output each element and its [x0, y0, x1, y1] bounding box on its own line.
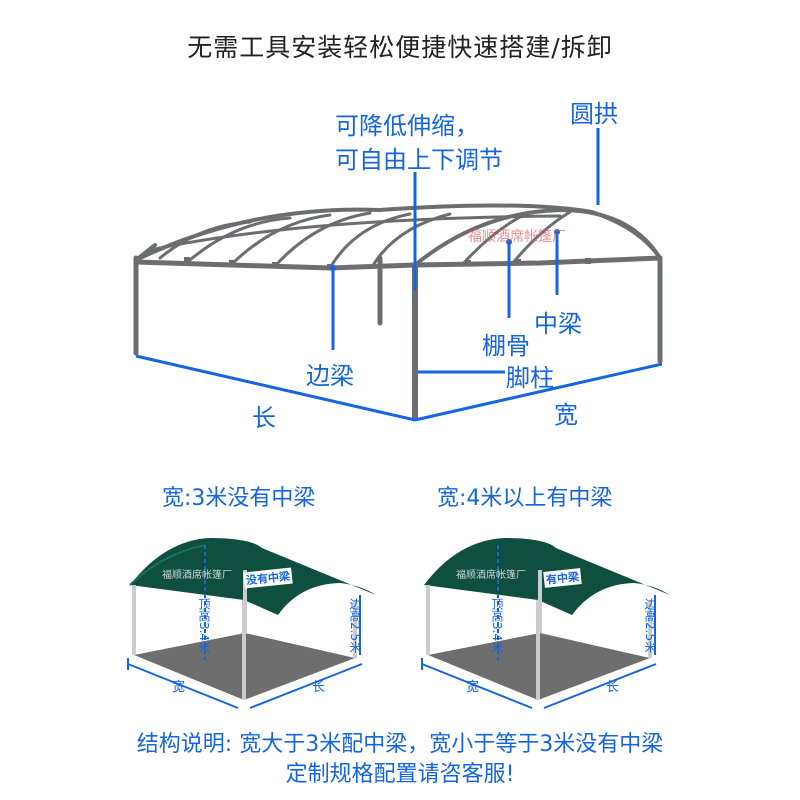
right-length: 长 [606, 680, 620, 695]
left-length: 长 [312, 680, 326, 695]
left-width: 宽 [172, 680, 186, 695]
label-leg: 脚柱 [506, 364, 554, 392]
tent-example-with-center-beam [421, 538, 670, 709]
label-center-beam: 中梁 [534, 310, 582, 338]
main-annotation-lines [135, 128, 663, 422]
label-side-beam: 边梁 [306, 362, 354, 390]
main-tent-frame [133, 203, 663, 421]
page-title: 无需工具安装轻松便捷快速搭建/拆卸 [187, 33, 613, 62]
custom-note: 定制规格配置请咨客服! [285, 762, 515, 787]
right-top-height: 顶高3.4米 [490, 598, 504, 654]
structure-note: 结构说明: 宽大于3米配中梁，宽小于等于3米没有中梁 [136, 732, 664, 757]
tent-example-no-center-beam [127, 538, 376, 709]
right-width: 宽 [466, 680, 480, 695]
label-arch: 圆拱 [570, 100, 618, 128]
caption-no-center-beam: 宽:3米没有中梁 [162, 486, 316, 511]
watermark-text: 福顺酒席帐篷厂 [468, 229, 566, 245]
left-watermark: 福顺酒席帐篷厂 [162, 570, 232, 581]
left-top-height: 顶高3.4米 [197, 598, 211, 654]
right-watermark: 福顺酒席帐篷厂 [456, 570, 526, 581]
label-length: 长 [252, 404, 276, 432]
left-side-height: 边高2.5米 [348, 598, 362, 654]
caption-with-center-beam: 宽:4米以上有中梁 [437, 486, 613, 511]
right-side-height: 边高2.5米 [643, 598, 657, 654]
label-width: 宽 [554, 401, 578, 429]
label-rib: 棚骨 [482, 332, 530, 360]
label-adjustable-line1: 可降低伸缩， [335, 112, 479, 140]
label-adjustable-line2: 可自由上下调节 [335, 146, 503, 174]
main-annotation-dots [330, 229, 560, 271]
